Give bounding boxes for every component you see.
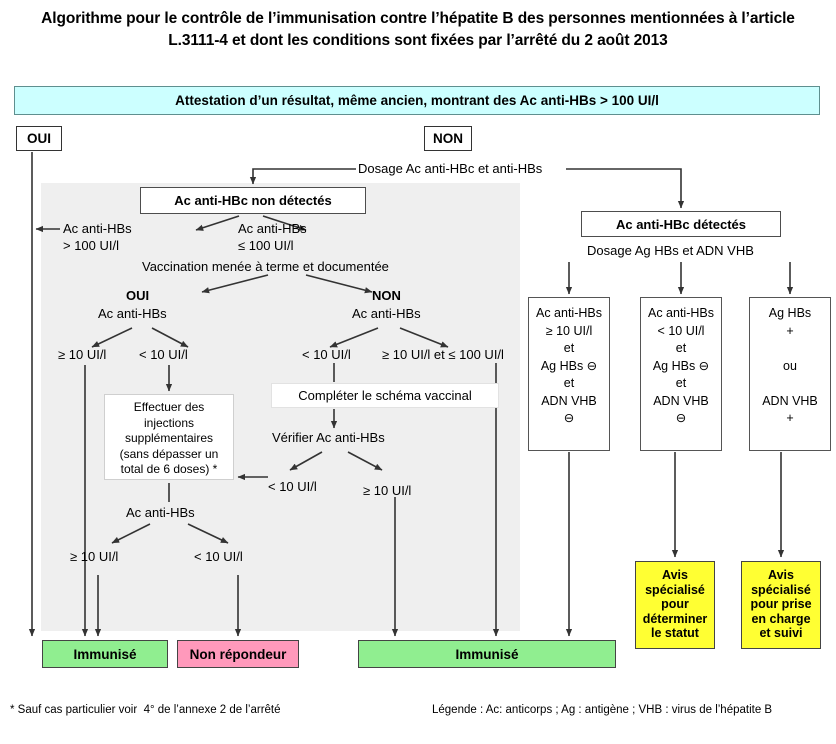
recheck-ge10-label: ≥ 10 UI/l (70, 549, 119, 564)
serology-result-box-2: Ac anti-HBs < 10 UI/l et Ag HBs ⊖ et ADN… (640, 297, 722, 451)
extra-injections-box: Effectuer des injections supplémentaires… (104, 394, 234, 480)
result-immunise-left: Immunisé (42, 640, 168, 668)
vaccination-complete-question-label: Vaccination menée à terme et documentée (142, 259, 389, 274)
verify-lt10-label: < 10 UI/l (268, 479, 317, 494)
page-title: Algorithme pour le contrôle de l’immunis… (41, 10, 795, 49)
serology-result-box-1: Ac anti-HBs ≥ 10 UI/l et Ag HBs ⊖ et ADN… (528, 297, 610, 451)
result-immunise-center: Immunisé (358, 640, 616, 668)
vacc-no-lt10-label: < 10 UI/l (302, 347, 351, 362)
dosage-hbc-hbs-label: Dosage Ac anti-HBc et anti-HBs (358, 161, 543, 176)
recheck-lt10-label: < 10 UI/l (194, 549, 243, 564)
vacc-yes-lt10-label: < 10 UI/l (139, 347, 188, 362)
hbs-le100-line2-label: ≤ 100 UI/l (238, 238, 294, 253)
vaccination-no-label: NON (372, 288, 401, 303)
complete-vaccine-schedule-box: Compléter le schéma vaccinal (271, 383, 499, 408)
vacc-no-ge10-le100-label: ≥ 10 UI/l et ≤ 100 UI/l (382, 347, 504, 362)
hbc-detected-box: Ac anti-HBc détectés (581, 211, 781, 237)
recheck-hbs-label: Ac anti-HBs (126, 505, 195, 520)
hbs-gt100-line2-label: > 100 UI/l (63, 238, 120, 253)
advice-care-followup-box: Avis spécialisé pour prise en charge et … (741, 561, 821, 649)
vaccination-yes-label: OUI (126, 288, 150, 303)
vacc-yes-ge10-label: ≥ 10 UI/l (58, 347, 107, 362)
legend-text: Légende : Ac: anticorps ; Ag : antigène … (432, 704, 773, 716)
hbs-le100-line1-label: Ac anti-HBs (238, 221, 307, 236)
vaccination-yes-sublabel: Ac anti-HBs (98, 306, 167, 321)
header-attestation-box: Attestation d’un résultat, même ancien, … (14, 86, 820, 115)
verify-hbs-label: Vérifier Ac anti-HBs (272, 430, 385, 445)
hbc-not-detected-box: Ac anti-HBc non détectés (140, 187, 366, 214)
branch-no-box: NON (424, 126, 472, 151)
serology-result-box-3: Ag HBs + ou ADN VHB + (749, 297, 831, 451)
footnote-text: * Sauf cas particulier voir 4° de l’anne… (10, 704, 281, 716)
verify-ge10-label: ≥ 10 UI/l (363, 483, 412, 498)
hbs-gt100-line1-label: Ac anti-HBs (63, 221, 132, 236)
dosage-ag-hbs-adn-label: Dosage Ag HBs et ADN VHB (587, 243, 754, 258)
result-non-repondeur: Non répondeur (177, 640, 299, 668)
advice-determine-status-box: Avis spécialisé pour déterminer le statu… (635, 561, 715, 649)
branch-yes-box: OUI (16, 126, 62, 151)
vaccination-no-sublabel: Ac anti-HBs (352, 306, 421, 321)
